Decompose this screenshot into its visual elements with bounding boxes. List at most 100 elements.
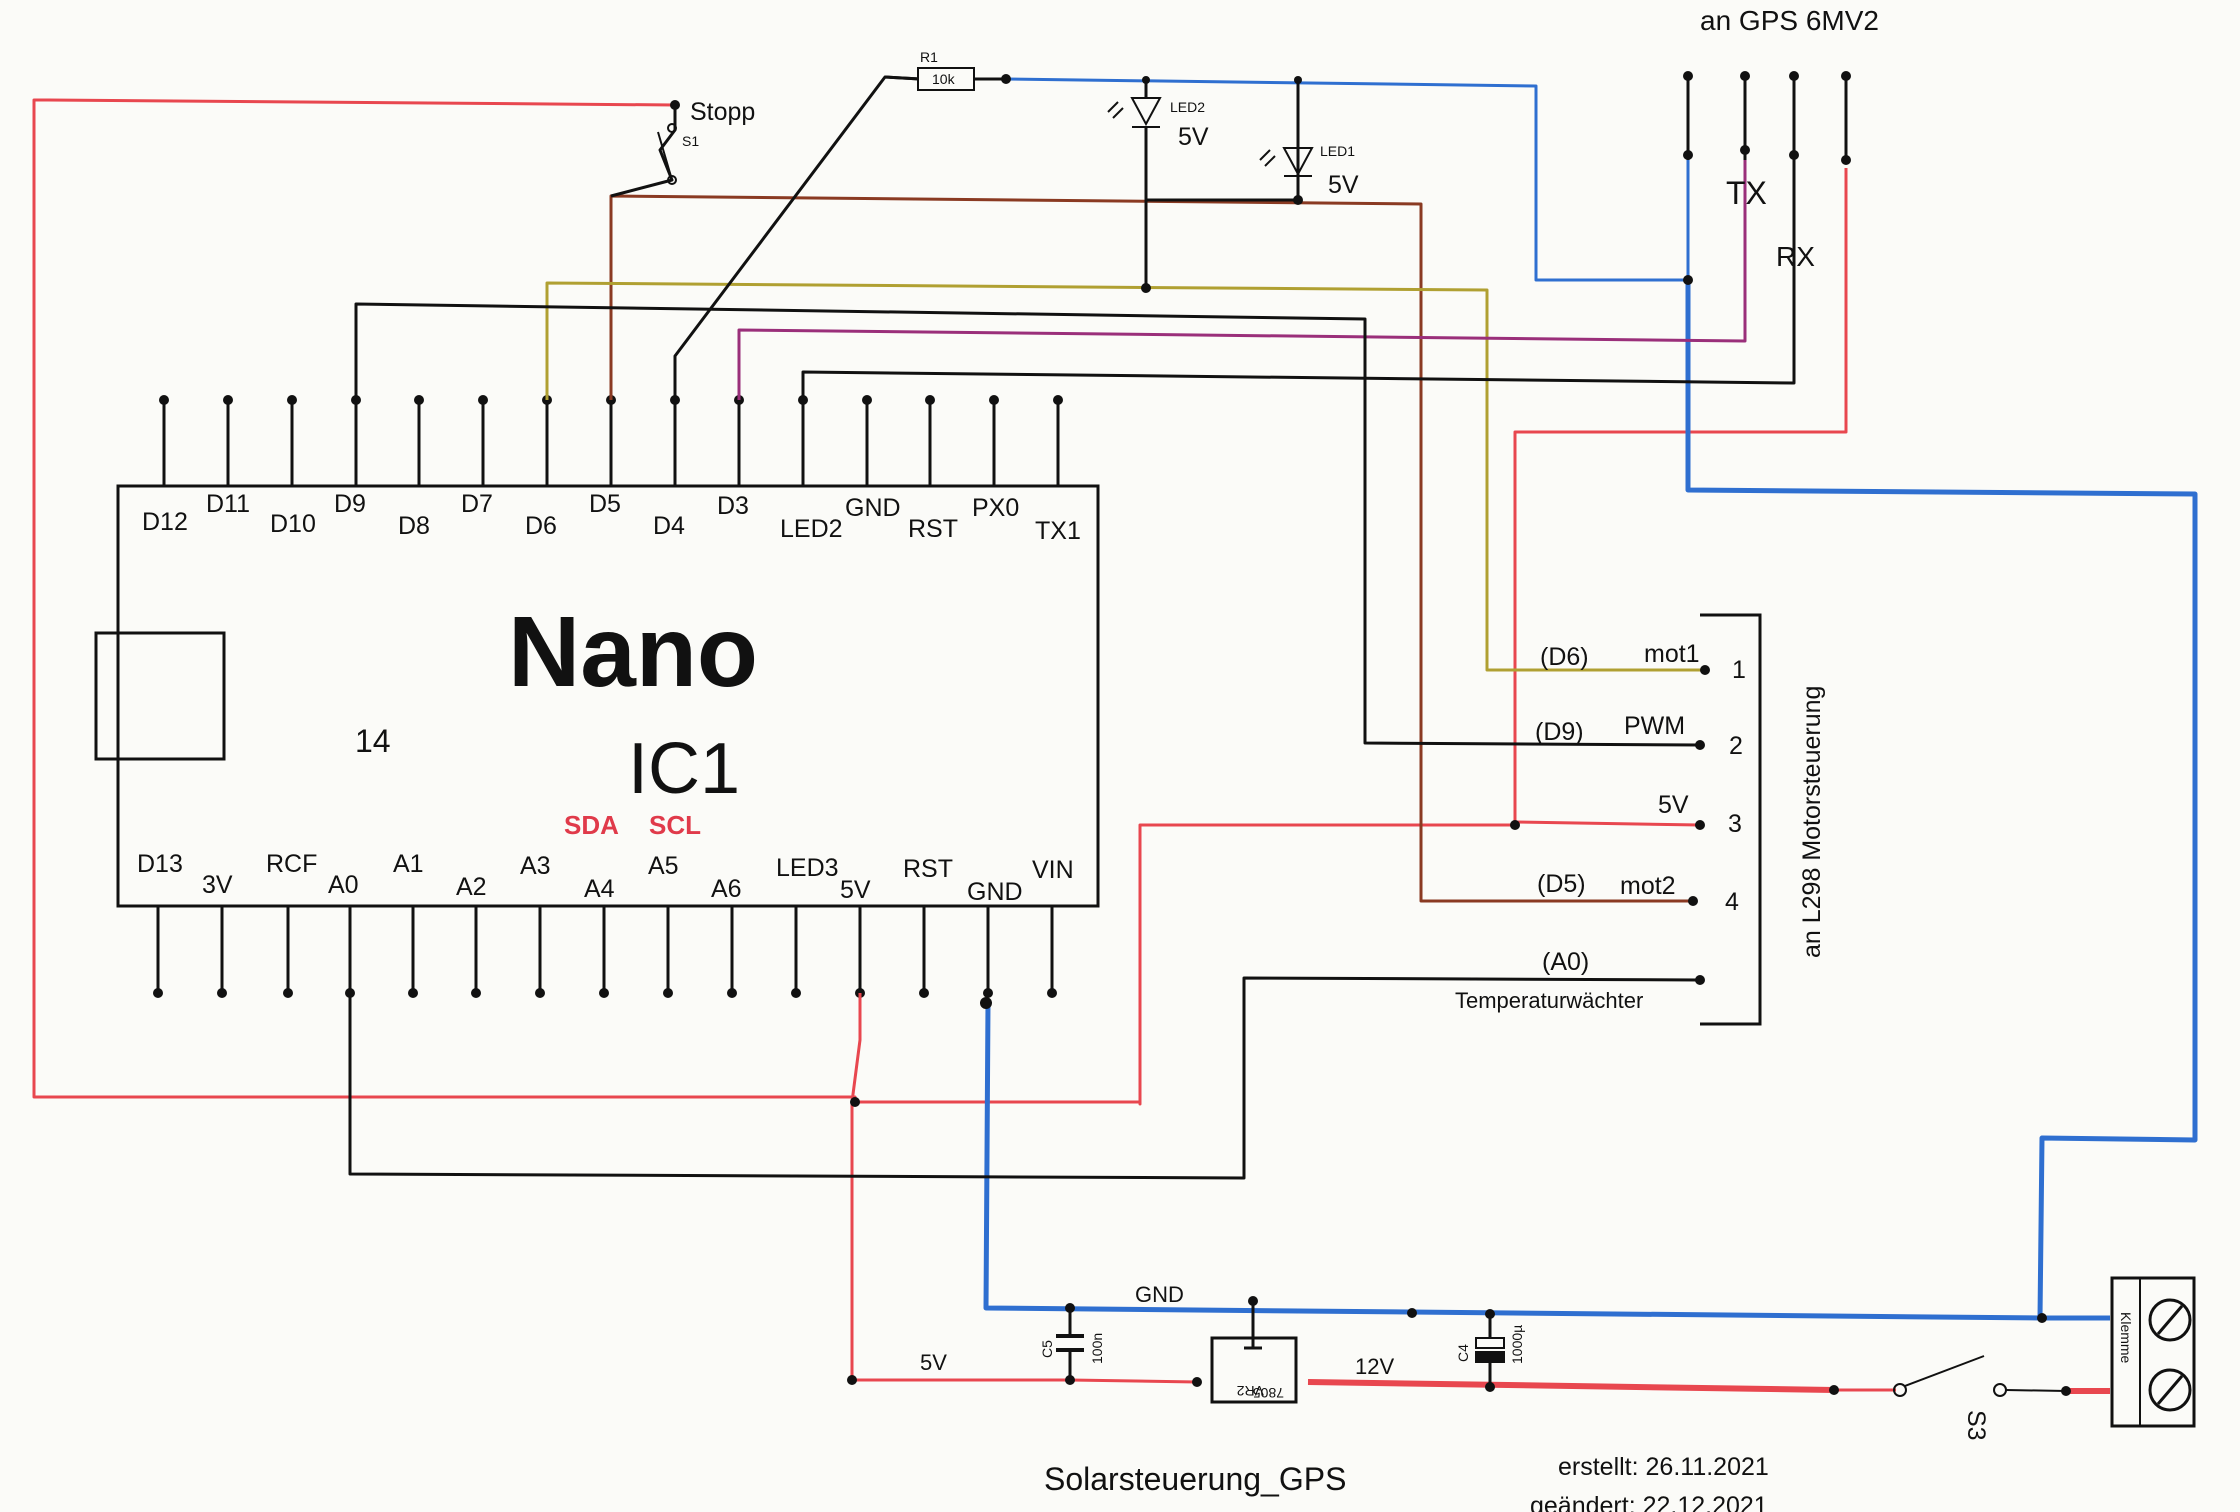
vr2-ref: VR2 [1237,1383,1264,1399]
wires [32,75,2198,1394]
vr2-value: 7805 [1253,1385,1284,1401]
mot-signal: (D5) [1537,870,1586,898]
regulator-vr2: VR2 7805 [1210,1301,1298,1404]
led1: LED1 5V [1259,143,1359,200]
pin-label: D8 [398,512,430,540]
mot-num: 2 [1729,732,1743,760]
v5-label: 5V [920,1350,947,1375]
mot-signal: (D6) [1540,643,1589,671]
gps-rx-label: RX [1776,241,1815,272]
pin-label: D5 [589,490,621,518]
led1-ref: LED1 [1320,143,1355,159]
pin-label: A6 [711,875,742,903]
pin-label: A3 [520,852,551,880]
gps-title: an GPS 6MV2 [1700,5,1879,36]
pin-label: D11 [206,490,250,518]
nano-ref: IC1 [628,729,740,809]
pin-label: D6 [525,512,557,540]
led2-ref: LED2 [1170,99,1205,115]
pin-label: RCF [266,850,317,878]
terminal-klemme: Klemme [2110,1276,2196,1428]
pin-label: D9 [334,490,366,518]
nano-pin-count: 14 [355,723,391,759]
s1-label: S1 [682,133,699,149]
c5-value: 100n [1089,1333,1105,1364]
v12-label: 12V [1355,1354,1394,1379]
pin-label: RST [903,855,953,883]
gps-connector: an GPS 6MV2 TX RX [1683,5,1879,272]
stopp-label: Stopp [690,98,755,126]
r1-value: 10k [932,71,956,87]
power-section: GND 5V 12V C5 100n VR2 7805 C4 1000µ [920,1276,2196,1441]
mot-name: PWM [1624,712,1685,740]
pin-label: VIN [1032,856,1074,884]
pin-label: RST [908,515,958,543]
mot-num: 4 [1725,888,1739,916]
pin-label: LED2 [780,515,843,543]
pin-label: D7 [461,490,493,518]
wire-blue-led [1005,77,1688,282]
gps-tx-label: TX [1726,175,1767,211]
footer-created: erstellt: 26.11.2021 [1558,1453,1769,1481]
pin-label: 5V [840,876,871,904]
bottom-pin-labels: D13 3V RCF A0 A1 A2 A3 A4 A5 A6 LED3 5V … [137,850,1074,906]
sda-label: SDA [564,810,619,840]
wire-red-gps-vcc [1702,168,1848,434]
wire-black-a0 [348,976,1701,1180]
wire-brown-d5 [609,194,1693,903]
wire-blue-gnd-right [1685,282,2198,1319]
mot-signal: (A0) [1542,948,1589,976]
pin-label: D10 [270,510,316,538]
footer: Solarsteuerung_GPS erstellt: 26.11.2021 … [1044,1453,1769,1512]
wire-black-led2 [1144,127,1300,202]
pin-label: GND [845,494,901,522]
mot-name: mot2 [1620,872,1676,900]
pin-label: D12 [142,508,188,536]
c4-value: 1000µ [1509,1325,1525,1364]
top-pin-labels: D12 D11 D10 D9 D8 D7 D6 D5 D4 D3 LED2 GN… [142,490,1081,545]
c5-ref: C5 [1039,1340,1055,1358]
usb-connector [94,631,226,761]
led2: LED2 5V [1107,97,1209,151]
pin-label: PX0 [972,494,1019,522]
nano-title: Nano [508,596,758,708]
r1-ref: R1 [920,49,938,65]
mot-signal: (D9) [1535,718,1584,746]
motor-connector: an L298 Motorsteuerung (D6) mot1 1 (D9) … [1455,613,1826,1026]
pin-label: D4 [653,512,685,540]
wire-red-5v-motor [1514,820,1701,827]
s3-label: S3 [1962,1410,1990,1441]
wire-olive-d6 [545,281,1705,672]
switch-s3: S3 [1893,1355,2067,1441]
stop-switch: Stopp S1 [657,98,755,185]
wire-red-12v [1307,1379,1835,1393]
wire-blue-gnd-main [983,1002,2110,1321]
pin-label: LED3 [776,854,839,882]
c4-ref: C4 [1455,1344,1471,1362]
pin-label: D13 [137,850,183,878]
capacitor-c5: C5 100n [1039,1308,1105,1380]
mot-name: Temperaturwächter [1455,988,1643,1013]
pin-label: 3V [202,871,233,899]
mot-name: 5V [1658,791,1689,819]
pin-label: TX1 [1035,517,1081,545]
pin-label: A5 [648,852,679,880]
led2-voltage: 5V [1178,123,1209,151]
pin-label: D3 [717,492,749,520]
footer-title: Solarsteuerung_GPS [1044,1461,1346,1497]
junctions [847,74,2071,1396]
bottom-pin-stubs [153,906,1057,998]
resistor-r1: R1 10k [884,49,1006,91]
pin-label: A4 [584,875,615,903]
led1-voltage: 5V [1328,171,1359,199]
pin-label: GND [967,878,1023,906]
klemme-label: Klemme [2118,1312,2134,1364]
footer-changed: geändert: 22.12.2021 [1530,1492,1768,1512]
wire-purple-d3 [737,150,1747,400]
mot-num: 3 [1728,810,1742,838]
mot-name: mot1 [1644,640,1700,668]
pin-label: A1 [393,850,424,878]
nano-board: Nano IC1 14 SDA SCL D12 D11 D10 D9 [94,395,1100,998]
wire-red-5v-rail [855,430,1702,1106]
